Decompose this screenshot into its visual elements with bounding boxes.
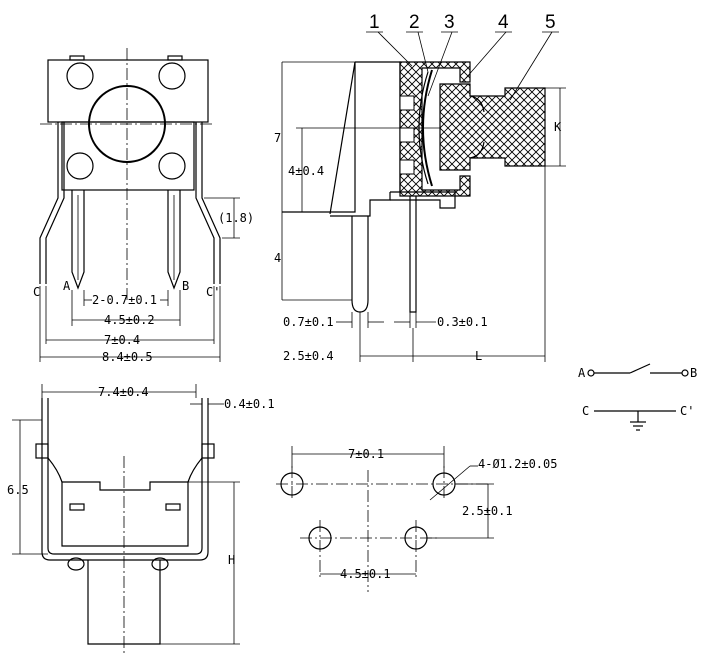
callout-2: 2 <box>409 12 420 33</box>
schematic-label-c-prime: C' <box>680 404 694 418</box>
bottom-tab-right <box>201 443 215 459</box>
side-view: 1 2 3 4 5 7 4 4±0.4 K 0.7±0.1 <box>274 12 566 363</box>
bottom-view: 7.4±0.4 0.4±0.1 6.5 H <box>7 384 275 655</box>
bottom-shoulders <box>47 457 203 483</box>
side-diagonal-edge <box>329 61 356 215</box>
terminal-label-a: A <box>63 279 71 293</box>
callout-4: 4 <box>498 12 509 33</box>
bottom-bracket <box>390 191 456 209</box>
bottom-slot-left <box>69 503 85 511</box>
callout-5: 5 <box>545 12 556 33</box>
front-view: C A B C' (1.8) 2-0.7±0.1 4.5±0.2 7±0.4 8… <box>33 48 254 364</box>
schematic-label-b: B <box>690 366 697 380</box>
dim-pcb-row-pitch: 2.5±0.1 <box>462 504 513 518</box>
bottom-housing <box>61 481 189 547</box>
dim-bend: (1.8) <box>218 211 254 225</box>
side-thin-pin <box>409 196 417 313</box>
corner-post-bottom-left <box>66 152 94 180</box>
bottom-slot-right <box>165 503 181 511</box>
schematic-label-a: A <box>578 366 586 380</box>
dim-k: K <box>554 120 562 134</box>
dim-side-leg: 4 <box>274 251 281 265</box>
corner-post-bottom-right <box>158 152 186 180</box>
callout-3: 3 <box>444 12 455 33</box>
pcb-layout: 7±0.1 4-Ø1.2±0.05 2.5±0.1 4.5±0.1 <box>276 446 557 592</box>
schematic: A B C C' <box>578 363 697 431</box>
dim-pcb-hole: 4-Ø1.2±0.05 <box>478 457 557 471</box>
actuator-section <box>439 83 546 171</box>
dim-length: L <box>475 349 482 363</box>
ground-icon <box>630 411 646 431</box>
dim-pin-width: 0.7±0.1 <box>283 315 334 329</box>
dim-leg-span: 7±0.4 <box>104 333 140 347</box>
leg-c <box>39 122 65 284</box>
dim-leg-thickness: 0.4±0.1 <box>224 397 275 411</box>
dim-offset: 2.5±0.4 <box>283 349 334 363</box>
terminal-label-b: B <box>182 279 189 293</box>
leg-c-prime <box>195 122 221 284</box>
terminal-label-c-prime: C' <box>206 285 220 299</box>
dim-ab-span: 4.5±0.2 <box>104 313 155 327</box>
dim-pcb-inner-pitch: 4.5±0.1 <box>340 567 391 581</box>
dim-bottom-body: 6.5 <box>7 483 29 497</box>
bottom-post-right <box>151 557 169 571</box>
dim-side-center: 4±0.4 <box>288 164 324 178</box>
switch-body-front <box>47 59 209 123</box>
terminal-label-c: C <box>33 285 40 299</box>
dim-pcb-outer-pitch: 7±0.1 <box>348 447 384 461</box>
corner-post-top-left <box>66 62 94 90</box>
top-tab-right <box>167 55 183 61</box>
dim-side-height: 7 <box>274 131 281 145</box>
bottom-tab-left <box>35 443 49 459</box>
dim-ab-pitch: 2-0.7±0.1 <box>92 293 157 307</box>
side-body-outline <box>282 61 401 217</box>
dim-pin-thick: 0.3±0.1 <box>437 315 488 329</box>
pin-a <box>71 190 85 290</box>
switch-contact-lever <box>629 363 651 374</box>
housing-section <box>399 61 471 197</box>
dim-overall: 8.4±0.5 <box>102 350 153 364</box>
switch-base-front <box>61 121 195 191</box>
pin-b <box>167 190 181 290</box>
corner-post-top-right <box>158 62 186 90</box>
dim-bottom-width: 7.4±0.4 <box>98 385 149 399</box>
schematic-label-c: C <box>582 404 589 418</box>
dim-bottom-h: H <box>228 553 235 567</box>
top-tab-left <box>69 55 85 61</box>
bottom-post-left <box>67 557 85 571</box>
side-leg <box>351 216 369 313</box>
callout-1: 1 <box>369 12 380 33</box>
bottom-frame <box>41 398 209 561</box>
housing-teeth <box>399 95 415 175</box>
